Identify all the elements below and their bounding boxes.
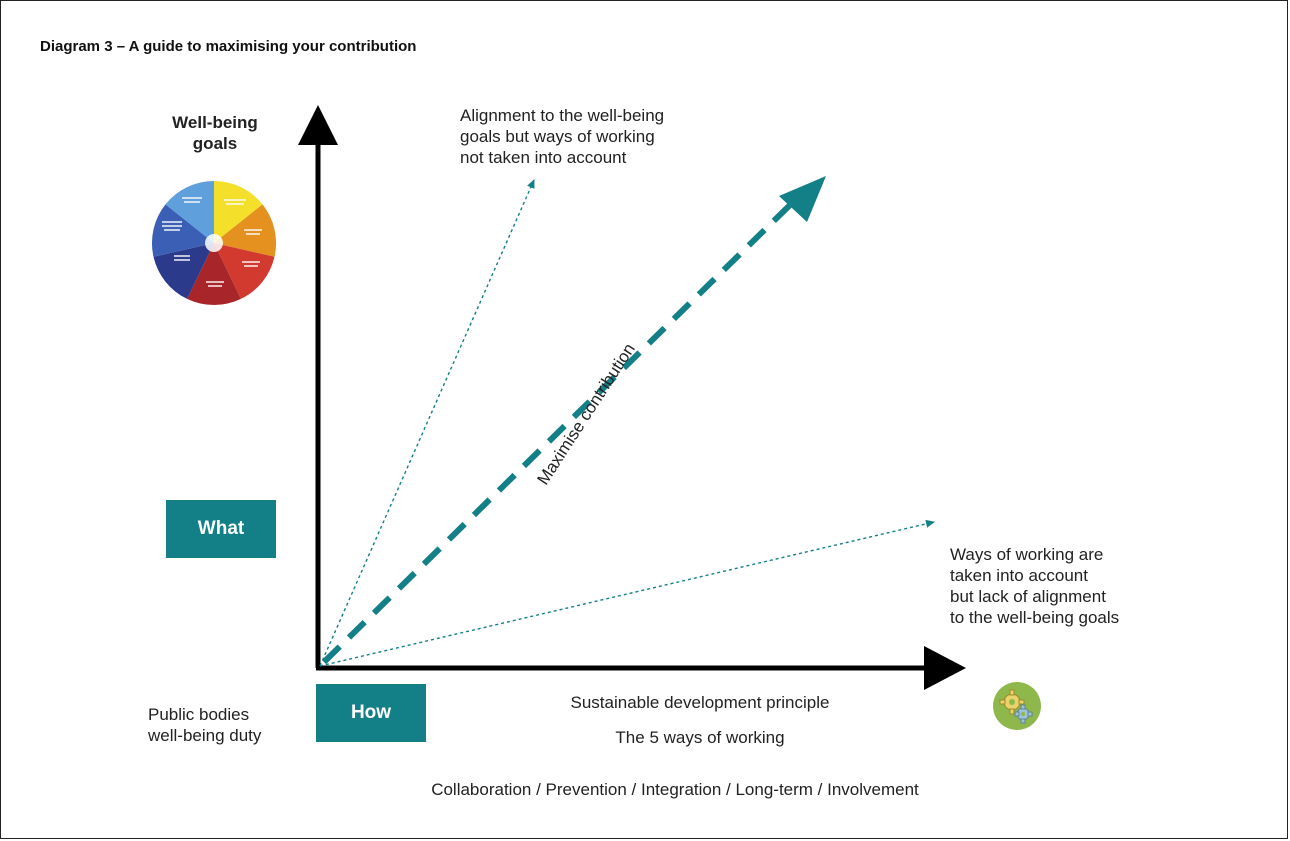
ways-only-line-1: Ways of working are — [950, 545, 1104, 564]
y-axis-label-line-2: goals — [192, 134, 238, 153]
public-bodies-label: Public bodies well-being duty — [148, 704, 261, 746]
ways-only-annotation: Ways of working are taken into account b… — [950, 544, 1119, 628]
wheel-segment-4 — [187, 243, 241, 306]
ways-list: Collaboration / Prevention / Integration… — [431, 780, 919, 799]
wheel-segment-5 — [153, 243, 214, 299]
y-axis-label: Well-being goals — [150, 112, 280, 154]
goals-only-line-2: goals but ways of working — [460, 127, 655, 146]
public-bodies-line-1: Public bodies — [148, 705, 250, 724]
goals-only-arrow — [319, 179, 535, 667]
wheel-segment-3 — [214, 243, 275, 299]
what-box: What — [166, 500, 276, 558]
y-axis-arrowhead — [298, 105, 338, 145]
maximise-arrowhead — [779, 176, 826, 222]
five-ways-label: The 5 ways of working — [615, 728, 785, 747]
diagram-title: Diagram 3 – A guide to maximising your c… — [40, 38, 417, 55]
maximise-arrow-line — [321, 202, 793, 665]
ways-only-line-3: but lack of alignment — [950, 587, 1106, 606]
public-bodies-line-2: well-being duty — [148, 726, 262, 745]
ways-only-line-4: to the well-being goals — [950, 608, 1120, 627]
wheel-center — [205, 234, 223, 252]
well-being-goals-wheel-icon — [151, 181, 277, 306]
ways-only-arrow — [319, 519, 935, 667]
ways-only-line-2: taken into account — [950, 566, 1088, 585]
wheel-segment-1 — [214, 181, 263, 243]
gear-icon — [993, 682, 1041, 730]
maximise-label: Maximise contribution — [533, 340, 638, 488]
wheel-segment-7 — [165, 181, 214, 243]
how-box: How — [316, 684, 426, 742]
wheel-label-marks — [162, 197, 262, 287]
x-axis-label: Sustainable development principle — [570, 693, 830, 712]
wheel-segment-6 — [151, 204, 214, 257]
goals-only-annotation: Alignment to the well-being goals but wa… — [460, 105, 664, 168]
goals-only-line-3: not taken into account — [460, 148, 627, 167]
x-axis-arrowhead — [924, 646, 966, 690]
goals-only-line-1: Alignment to the well-being — [460, 106, 665, 125]
y-axis-label-line-1: Well-being — [172, 113, 258, 132]
